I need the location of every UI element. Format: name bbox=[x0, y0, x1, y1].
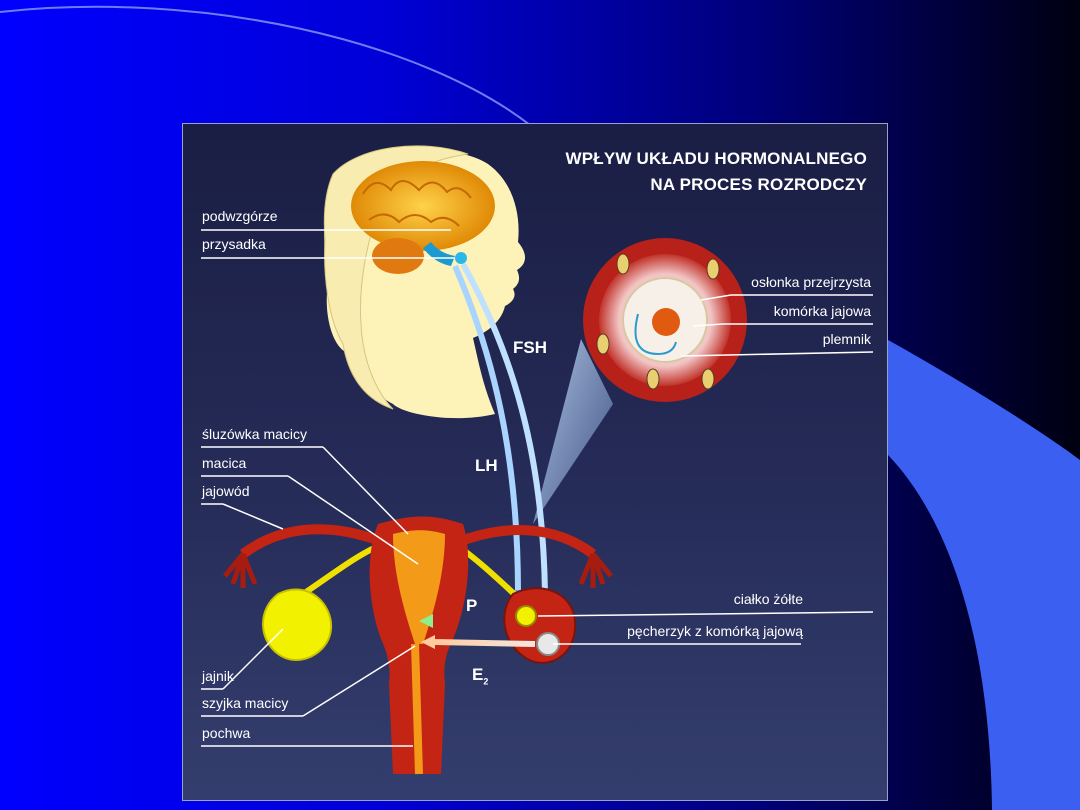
label-macica: macica bbox=[202, 455, 247, 471]
fallopian-tube-left bbox=[240, 524, 390, 559]
label-pochwa: pochwa bbox=[202, 725, 251, 741]
label-przysadka: przysadka bbox=[202, 236, 266, 252]
cervix-canal bbox=[411, 643, 423, 775]
slide-accent-shape bbox=[888, 340, 1080, 810]
hormonal-system-diagram: WPŁYW UKŁADU HORMONALNEGO NA PROCES ROZR… bbox=[182, 123, 888, 801]
ovary-left bbox=[262, 588, 333, 661]
fallopian-tube-right bbox=[451, 525, 596, 559]
diagram-title-line1: WPŁYW UKŁADU HORMONALNEGO bbox=[565, 149, 867, 168]
pituitary bbox=[455, 252, 467, 264]
cerebellum bbox=[372, 238, 424, 274]
brainstem bbox=[423, 242, 455, 266]
egg-nucleus bbox=[652, 308, 680, 336]
fimbriae-left bbox=[223, 552, 258, 588]
hormone-p: P bbox=[466, 596, 478, 615]
estradiol-arrowhead bbox=[421, 635, 435, 649]
hormone-fsh: FSH bbox=[513, 338, 547, 357]
label-komorka-jajowa: komórka jajowa bbox=[773, 303, 871, 319]
label-pecherzyk: pęcherzyk z komórką jajową bbox=[627, 623, 803, 639]
label-plemnik: plemnik bbox=[822, 331, 871, 347]
sperm-cells bbox=[596, 253, 720, 390]
right-leader-lines bbox=[537, 294, 874, 645]
progesterone-arrowhead bbox=[419, 614, 433, 628]
brain-folds bbox=[362, 180, 472, 227]
label-jajowod: jajowód bbox=[202, 483, 250, 499]
label-szyjka-macicy: szyjka macicy bbox=[202, 695, 289, 711]
slide-top-arc bbox=[0, 5, 531, 126]
hormone-e2-subscript: 2 bbox=[483, 676, 489, 687]
lh-arrow bbox=[452, 264, 521, 593]
magnification-beam bbox=[533, 339, 613, 524]
hormone-e2-letter: E bbox=[472, 665, 484, 684]
label-oslonka-przejrzysta: osłonka przejrzysta bbox=[751, 274, 871, 290]
left-leader-lines bbox=[201, 229, 455, 747]
hormone-lh: LH bbox=[475, 456, 498, 475]
label-podwzgorze: podwzgórze bbox=[202, 208, 278, 224]
fsh-arrow bbox=[460, 262, 548, 595]
label-sluzowka-macicy: śluzówka macicy bbox=[202, 426, 308, 442]
diagram-illustration bbox=[201, 145, 874, 775]
label-jajnik: jajnik bbox=[202, 668, 234, 684]
fimbriae-right bbox=[578, 552, 613, 588]
corpus-luteum bbox=[515, 605, 537, 627]
diagram-title-line2: NA PROCES ROZRODCZY bbox=[650, 175, 867, 194]
brain bbox=[351, 161, 495, 251]
uterine-cavity bbox=[393, 530, 445, 644]
estradiol-arrow bbox=[434, 639, 536, 647]
sperm-in-egg bbox=[634, 313, 677, 356]
label-cialko-zolte: ciałko żółte bbox=[733, 591, 803, 607]
hormone-e2: E2 bbox=[472, 665, 488, 686]
